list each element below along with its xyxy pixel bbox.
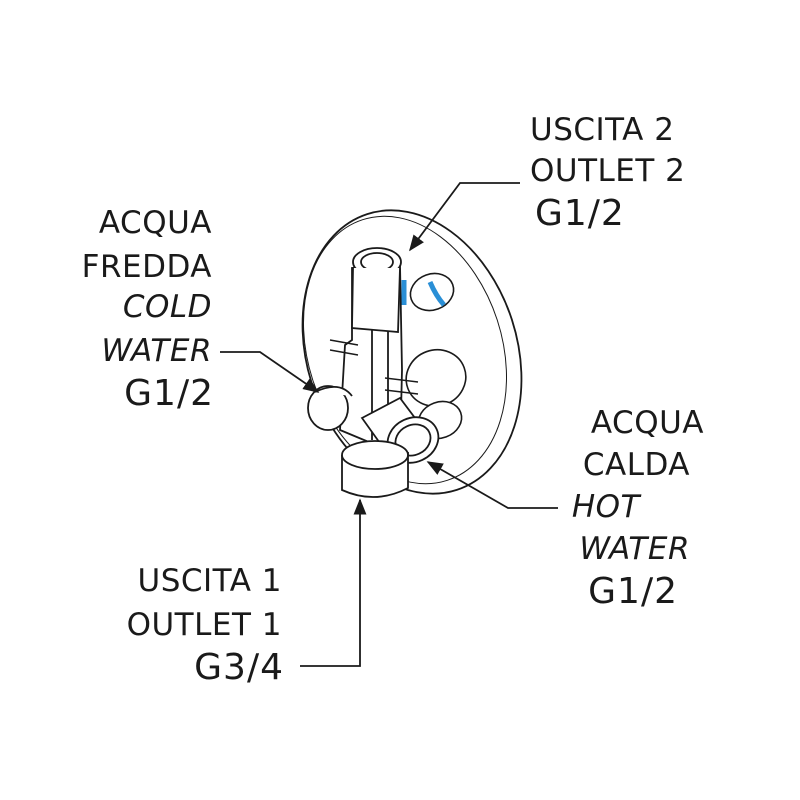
outlet1-label-en: OUTLET 1 [126, 607, 282, 643]
leader-outlet1 [300, 498, 367, 667]
cold-thread-size: G1/2 [124, 373, 214, 414]
outlet2-label-it: USCITA 2 [530, 112, 675, 148]
leader-outlet2 [409, 182, 520, 252]
hot-thread-size: G1/2 [588, 571, 678, 612]
cold-label-it-2: FREDDA [81, 249, 212, 285]
hot-label-it-1: ACQUA [590, 405, 704, 441]
hot-label-en-1: HOT [571, 489, 640, 525]
cold-label-en-1: COLD [122, 289, 212, 325]
outlet1-fitting [341, 440, 409, 498]
wall-plate [301, 209, 523, 495]
outlet2-label-en: OUTLET 2 [530, 153, 686, 189]
hot-label-it-2: CALDA [582, 447, 690, 483]
leader-lines [220, 182, 558, 667]
outlet1-thread-size: G3/4 [194, 647, 284, 688]
cold-label-en-2: WATER [101, 333, 212, 369]
outlet2-thread-size: G1/2 [535, 193, 625, 234]
outlet1-label-it: USCITA 1 [137, 563, 282, 599]
cold-inlet-fitting [307, 385, 353, 431]
hot-label-en-2: WATER [579, 531, 690, 567]
leader-hot [426, 461, 558, 509]
leader-cold [220, 351, 320, 393]
cold-label-it-1: ACQUA [98, 205, 212, 241]
